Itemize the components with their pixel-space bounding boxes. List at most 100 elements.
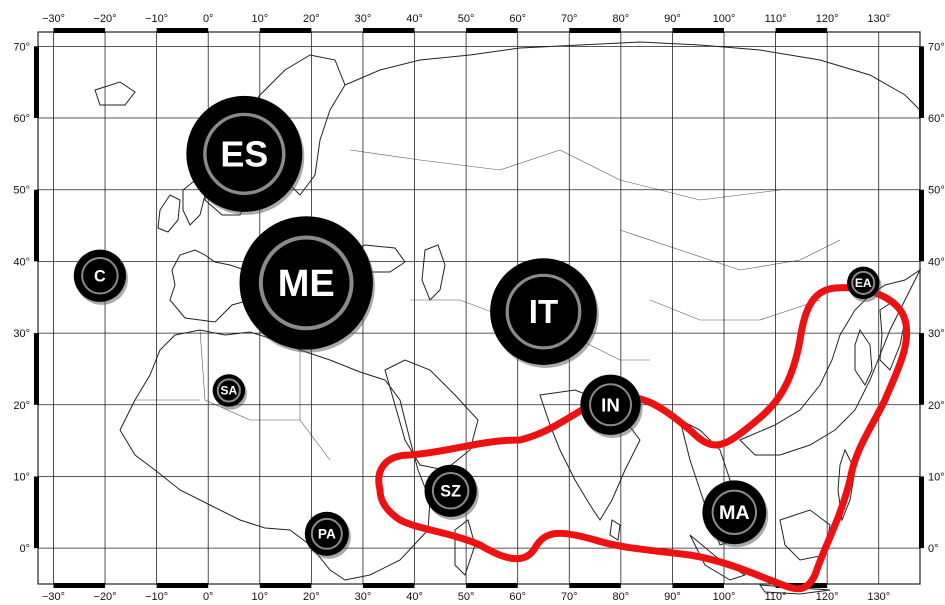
border-segment-bottom bbox=[156, 583, 209, 588]
x-tick-label-top: 80° bbox=[613, 13, 630, 25]
bubble-ring bbox=[203, 112, 286, 196]
bubble-ring bbox=[711, 489, 758, 536]
y-tick-label-left: 10° bbox=[13, 471, 30, 483]
bubble-label: C bbox=[94, 267, 106, 285]
bubble-ring bbox=[81, 256, 119, 295]
y-tick-label-right: 10° bbox=[928, 471, 945, 483]
x-tick-label-top: 60° bbox=[509, 13, 526, 25]
x-tick-label-top: 40° bbox=[406, 13, 423, 25]
border-segment-left bbox=[34, 476, 39, 549]
border-segment-right bbox=[919, 333, 924, 405]
border-segment-top bbox=[775, 28, 828, 33]
bubble-ring bbox=[258, 235, 354, 331]
y-tick-label-left: 40° bbox=[13, 256, 30, 268]
y-tick-label-right: 70° bbox=[928, 41, 945, 53]
border-segment-bottom bbox=[672, 583, 724, 588]
region-bubble-ma: MA bbox=[702, 480, 769, 548]
x-tick-label-bottom: 40° bbox=[406, 591, 423, 603]
border-segment-bottom bbox=[362, 583, 415, 588]
x-tick-label-bottom: 90° bbox=[664, 591, 681, 603]
x-tick-label-bottom: 50° bbox=[458, 591, 475, 603]
region-bubble-sa: SA bbox=[212, 374, 248, 410]
x-tick-label-bottom: 70° bbox=[561, 591, 578, 603]
bubble-ring bbox=[216, 378, 241, 403]
x-tick-label-bottom: 30° bbox=[355, 591, 372, 603]
x-tick-label-top: 70° bbox=[561, 13, 578, 25]
region-bubble-it: IT bbox=[490, 258, 599, 368]
x-tick-label-bottom: 60° bbox=[509, 591, 526, 603]
x-tick-label-bottom: −20° bbox=[94, 591, 117, 603]
bubble-label: SZ bbox=[440, 482, 461, 500]
region-bubble-pa: PA bbox=[304, 511, 351, 559]
y-tick-label-right: 40° bbox=[928, 256, 945, 268]
x-tick-label-bottom: 110° bbox=[765, 591, 787, 603]
bubble-ring bbox=[310, 517, 343, 550]
x-tick-label-bottom: −10° bbox=[145, 591, 168, 603]
x-tick-label-top: 50° bbox=[458, 13, 475, 25]
axis-ticks: −30° −20° −10° 0° 10° 20° 30° 40° 50° 60° 70° 80° 90… bbox=[13, 13, 944, 603]
region-bubble-ea: EA bbox=[847, 266, 882, 303]
x-tick-label-bottom: 80° bbox=[613, 591, 630, 603]
region-bubble-me: ME bbox=[239, 216, 375, 353]
y-tick-label-left: 0° bbox=[19, 543, 30, 555]
border-segment-top bbox=[259, 28, 312, 33]
x-tick-label-top: −30° bbox=[42, 13, 65, 25]
bubble-ring bbox=[851, 270, 876, 295]
border-segment-top bbox=[466, 28, 518, 33]
x-tick-label-bottom: 0° bbox=[203, 591, 214, 603]
bubble-ring bbox=[431, 472, 470, 510]
bubble-label: IN bbox=[601, 394, 620, 415]
y-tick-label-right: 30° bbox=[928, 328, 945, 340]
region-bubbles: ES ME IT C SA IN SZ PA MA EA bbox=[73, 95, 882, 559]
border-segment-left bbox=[34, 189, 39, 262]
border-segment-top bbox=[672, 28, 724, 33]
bubble-label: MA bbox=[719, 502, 750, 524]
x-tick-label-top: −10° bbox=[145, 13, 168, 25]
region-bubble-es: ES bbox=[186, 95, 305, 215]
border-segment-right bbox=[919, 189, 924, 262]
y-tick-label-right: 0° bbox=[928, 543, 939, 555]
border-segment-left bbox=[34, 333, 39, 405]
y-tick-label-right: 50° bbox=[928, 185, 945, 197]
bubble-label: IT bbox=[529, 294, 558, 331]
y-tick-label-left: 70° bbox=[13, 41, 30, 53]
x-tick-label-top: 130° bbox=[867, 13, 890, 25]
x-tick-label-bottom: 100° bbox=[713, 591, 736, 603]
bubble-label: SA bbox=[221, 384, 238, 398]
x-tick-label-bottom: −30° bbox=[42, 591, 65, 603]
bubble-label: EA bbox=[855, 276, 872, 290]
bubble-label: ES bbox=[220, 133, 268, 174]
y-tick-label-right: 60° bbox=[928, 113, 945, 125]
x-tick-label-bottom: 120° bbox=[816, 591, 839, 603]
y-tick-label-left: 60° bbox=[13, 113, 30, 125]
border-segment-left bbox=[34, 46, 39, 119]
bubble-label: PA bbox=[318, 527, 336, 542]
x-tick-label-top: 30° bbox=[355, 13, 372, 25]
x-tick-label-top: 110° bbox=[765, 13, 787, 25]
x-tick-label-top: 10° bbox=[251, 13, 268, 25]
x-tick-label-bottom: 130° bbox=[867, 591, 890, 603]
border-segment-bottom bbox=[466, 583, 518, 588]
border-segment-top bbox=[362, 28, 415, 33]
border-segment-bottom bbox=[259, 583, 312, 588]
region-bubble-in: IN bbox=[580, 374, 643, 438]
x-tick-label-top: 100° bbox=[713, 13, 736, 25]
border-segment-right bbox=[919, 46, 924, 119]
x-tick-label-bottom: 20° bbox=[303, 591, 320, 603]
x-tick-label-top: −20° bbox=[94, 13, 117, 25]
y-tick-label-left: 30° bbox=[13, 328, 30, 340]
x-tick-label-bottom: 10° bbox=[251, 591, 268, 603]
y-tick-label-left: 50° bbox=[13, 185, 30, 197]
bubble-ring bbox=[505, 273, 582, 350]
x-tick-label-top: 20° bbox=[303, 13, 320, 25]
region-bubble-c: C bbox=[73, 249, 128, 305]
bubble-ring bbox=[589, 383, 633, 427]
bubble-label: ME bbox=[278, 263, 335, 305]
border-segment-top bbox=[569, 28, 621, 33]
border-segment-top bbox=[156, 28, 209, 33]
border-segment-top bbox=[53, 28, 106, 33]
border-segment-right bbox=[919, 476, 924, 549]
